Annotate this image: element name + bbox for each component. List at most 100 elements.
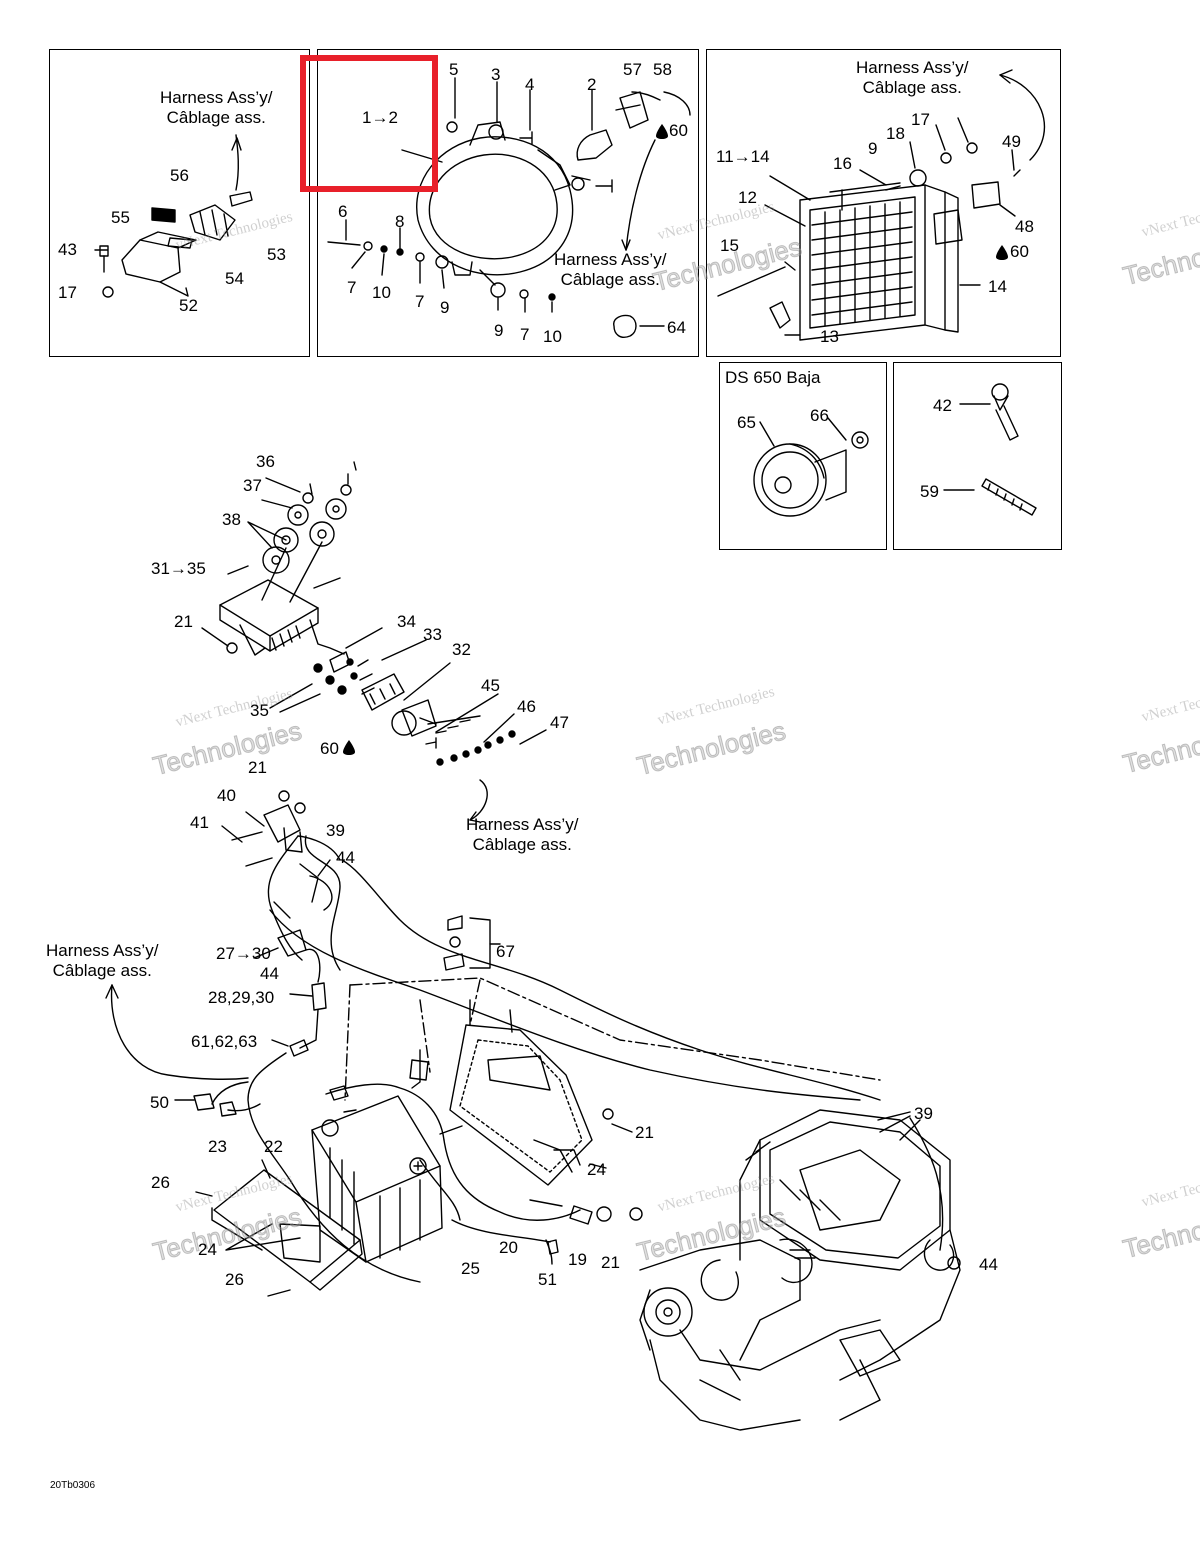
engine-drawing [639, 1109, 961, 1431]
panel-tail-light [706, 49, 1061, 357]
callout-label: 41 [190, 813, 209, 832]
highlight-box [300, 55, 438, 192]
callout-label: 24 [198, 1240, 217, 1259]
callout-label: 43 [58, 240, 77, 259]
callout-label: 55 [111, 208, 130, 227]
callout-label: 33 [423, 625, 442, 644]
harness-label: Harness Ass’y/Câblage ass. [466, 815, 579, 854]
callout-label: 20 [499, 1238, 518, 1257]
dashed-routing [344, 977, 881, 1101]
module-bracket-drawing [94, 134, 253, 298]
callout-label: 27→30 [216, 944, 271, 963]
callout-label: 46 [517, 697, 536, 716]
callout-label: 10 [372, 283, 391, 302]
callout-label: 17 [58, 283, 77, 302]
panel-title: DS 650 Baja [725, 368, 821, 387]
panel-tail-light-harness [49, 49, 310, 357]
callout-label: 21 [174, 612, 193, 631]
callout-label: 53 [267, 245, 286, 264]
callout-label: 66 [810, 406, 829, 425]
callout-label: 21 [248, 758, 267, 777]
callout-label: 3 [491, 65, 501, 84]
tail-light-grid [811, 201, 913, 327]
callout-label: 26 [225, 1270, 244, 1289]
callout-label: 22 [264, 1137, 283, 1156]
callout-label: 35 [250, 701, 269, 720]
callout-label: 39 [326, 821, 345, 840]
callout-label: 64 [667, 318, 686, 337]
callout-label: 7 [347, 278, 357, 297]
callout-label: 65 [737, 413, 756, 432]
callout-label: 45 [481, 676, 500, 695]
callout-label: 44 [336, 848, 355, 867]
callout-label: 59 [920, 482, 939, 501]
callout-label: 36 [256, 452, 275, 471]
battery-tray-drawing [409, 999, 633, 1186]
bracket-67-drawing [443, 915, 501, 971]
tail-light-drawing [717, 69, 1046, 341]
callout-label: 57 [623, 60, 642, 79]
callout-label: 58 [653, 60, 672, 79]
callout-label: 32 [452, 640, 471, 659]
harness-label: Harness Ass’y/Câblage ass. [160, 88, 273, 127]
callout-label: 5 [449, 60, 459, 79]
callout-label: 44 [260, 964, 279, 983]
callout-label: 50 [150, 1093, 169, 1112]
callout-label: 28,29,30 [208, 988, 275, 1007]
callout-label: 11→14 [716, 147, 770, 166]
callout-label: 23 [208, 1137, 227, 1156]
callout-label: 8 [395, 212, 405, 231]
callout-label: 9 [440, 298, 450, 317]
callout-label: 49 [1002, 132, 1021, 151]
harness-label: Harness Ass’y/Câblage ass. [46, 941, 159, 980]
callout-label: 67 [496, 942, 515, 961]
harness-label: Harness Ass’y/Câblage ass. [856, 58, 969, 97]
callout-label: 31→35 [151, 559, 206, 578]
panel-ties [893, 362, 1062, 550]
callout-label: 24 [587, 1160, 606, 1179]
grease-drop-icons [343, 124, 1008, 755]
regulator-drawing [201, 461, 547, 823]
callout-label: 14 [988, 277, 1007, 296]
callout-label: 19 [568, 1250, 587, 1269]
callout-label: 18 [886, 124, 905, 143]
horn-drawing [753, 417, 869, 517]
bracket-drawing [195, 1159, 363, 1297]
callout-label: 47 [550, 713, 569, 732]
callout-label: 1→2 [362, 108, 398, 127]
tie-drawing [943, 383, 1037, 516]
callout-label: 12 [738, 188, 757, 207]
callout-label: 51 [538, 1270, 557, 1289]
callout-label: 54 [225, 269, 244, 288]
callout-label: 40 [217, 786, 236, 805]
callout-label: 15 [720, 236, 739, 255]
callout-label: 25 [461, 1259, 480, 1278]
callout-label: 21 [601, 1253, 620, 1272]
callout-label: 60 [669, 121, 688, 140]
solenoid-drawing [105, 790, 961, 1283]
headlight-drawing [327, 91, 691, 338]
callout-label: 17 [911, 110, 930, 129]
callout-label: 52 [179, 296, 198, 315]
callout-label: 61,62,63 [191, 1032, 258, 1051]
panel-horn-ds650 [719, 362, 887, 550]
headlight-leaders [345, 77, 665, 327]
harness-arrow-1 [231, 137, 242, 151]
battery-drawing [311, 1083, 643, 1265]
callout-label: 26 [151, 1173, 170, 1192]
callout-label: 48 [1015, 217, 1034, 236]
callout-label: 10 [543, 327, 562, 346]
callout-label: 13 [820, 327, 839, 346]
callout-label: 56 [170, 166, 189, 185]
callout-label: 38 [222, 510, 241, 529]
reference-code: 20Tb0306 [50, 1480, 96, 1491]
callout-label: 39 [914, 1104, 933, 1123]
callout-label: 2 [587, 75, 597, 94]
callout-label: 34 [397, 612, 416, 631]
callout-label: 7 [415, 292, 425, 311]
callout-label: 9 [494, 321, 504, 340]
callout-label: 60 [320, 739, 339, 758]
callout-label: 42 [933, 396, 952, 415]
